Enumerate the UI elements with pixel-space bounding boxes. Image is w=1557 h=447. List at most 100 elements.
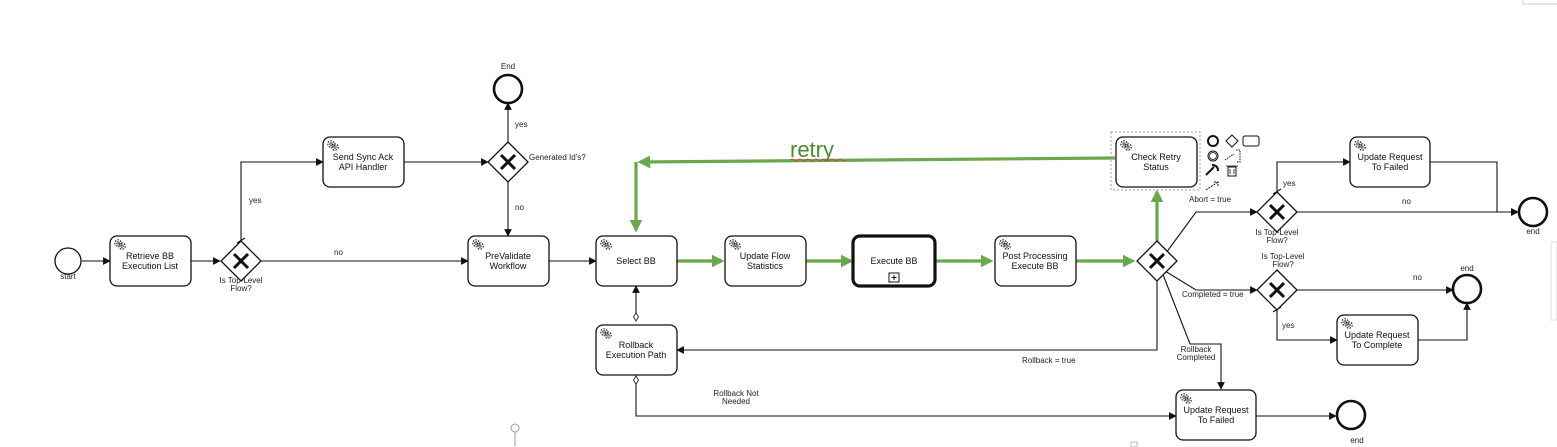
task-label-line: Check Retry <box>1131 152 1181 162</box>
flow-label-line: Needed <box>722 397 750 406</box>
exclusive-x-icon <box>1268 203 1286 221</box>
flow-label-no: no <box>515 203 524 212</box>
gateway-label-line: Flow? <box>230 284 252 293</box>
flow-complete-end[interactable] <box>1418 302 1471 341</box>
flow-label-no: no <box>334 248 343 257</box>
wrench-icon[interactable] <box>1205 164 1219 176</box>
flow-failed-end[interactable] <box>1430 161 1519 216</box>
flow-label-line: Rollback <box>1181 345 1213 354</box>
append-intermediate-event-icon[interactable] <box>1207 150 1219 162</box>
append-end-event-icon[interactable] <box>1207 135 1219 147</box>
task-label-line: Update Request <box>1344 330 1410 340</box>
properties-panel-toggle[interactable] <box>1550 241 1557 321</box>
append-task-icon[interactable] <box>1242 135 1260 147</box>
flow-label-line: Completed <box>1177 353 1216 362</box>
expand-subprocess-icon[interactable] <box>888 272 900 283</box>
append-gateway-icon[interactable] <box>1225 134 1239 148</box>
end-event-top[interactable]: End <box>492 62 524 105</box>
flow-yes-failed[interactable] <box>1276 158 1351 192</box>
gateway-generated-ids[interactable]: Generated Id's? <box>487 141 586 183</box>
end-event-right-mid[interactable]: end <box>1451 264 1483 305</box>
task-label-line: Execute BB <box>870 256 917 266</box>
flow-label-yes: yes <box>1283 179 1295 188</box>
flow-abort[interactable] <box>1165 208 1258 254</box>
task-label-line: Update Request <box>1183 405 1249 415</box>
flow-rollback-true[interactable] <box>676 276 1158 354</box>
task-label-line: Execute BB <box>1011 261 1058 271</box>
flow-label-yes: yes <box>249 196 261 205</box>
flow-retry-back-highlight[interactable] <box>637 155 1116 169</box>
spellcheck-underline <box>789 158 847 162</box>
task-label-line: Send Sync Ack <box>333 152 394 162</box>
start-event[interactable]: start <box>54 247 82 281</box>
flow-completed[interactable] <box>1164 270 1258 294</box>
task-label-line: Status <box>1143 162 1169 172</box>
task-label-line: Retrieve BB <box>126 251 174 261</box>
flow-label-yes: yes <box>1282 321 1294 330</box>
flow-label-abort: Abort = true <box>1189 195 1232 204</box>
flow-yes-complete[interactable] <box>1276 310 1338 344</box>
exclusive-x-icon <box>1148 252 1166 270</box>
retry-annotation: retry <box>790 137 834 162</box>
gateway-main-decision[interactable] <box>1136 240 1178 282</box>
task-label-line: To Failed <box>1372 162 1409 172</box>
selection-outline <box>1110 131 1201 191</box>
flow-label-line: Rollback Not <box>713 389 759 398</box>
flow-label-rollback-true: Rollback = true <box>1022 356 1076 365</box>
flow-label-no: no <box>1402 197 1411 206</box>
flow-label-no: no <box>1413 273 1422 282</box>
text-annotation-icon[interactable] <box>1224 149 1241 163</box>
task-label-line: Statistics <box>747 261 784 271</box>
flow-label-completed: Completed = true <box>1182 290 1244 299</box>
task-label-line: Post Processing <box>1002 251 1067 261</box>
panel-corner <box>1522 0 1557 5</box>
gateway-label-line: Is Top-Level <box>220 276 263 285</box>
task-label-line: PreValidate <box>485 251 531 261</box>
task-label-line: API Handler <box>339 162 388 172</box>
subprocess-execute-bb[interactable]: Execute BB <box>851 234 937 288</box>
gateway-label-line: Flow? <box>1272 260 1294 269</box>
task-label-line: To Complete <box>1352 340 1403 350</box>
flow-rollback-completed[interactable] <box>1161 271 1225 390</box>
end-event-right-top[interactable]: end <box>1517 196 1549 236</box>
end-event-bottom[interactable]: end <box>1335 399 1367 445</box>
task-select-bb[interactable]: Select BB <box>595 235 678 287</box>
context-pad <box>1205 134 1260 191</box>
task-label-line: Select BB <box>616 256 656 266</box>
task-label-line: Workflow <box>490 261 527 271</box>
task-label-line: Update Request <box>1357 152 1423 162</box>
flow-yes-send-sync[interactable] <box>240 158 324 241</box>
gateway-label-line: Flow? <box>1266 236 1288 245</box>
exclusive-x-icon <box>499 153 517 171</box>
trash-icon[interactable] <box>1226 165 1238 177</box>
flow-rollback-not-needed[interactable] <box>633 375 1177 420</box>
gateway-label: Generated Id's? <box>529 153 586 162</box>
end-bottom-label: end <box>1350 436 1363 445</box>
connect-arrow-icon[interactable] <box>1205 181 1219 191</box>
gateway-label-line: Is Top-Level <box>1256 228 1299 237</box>
